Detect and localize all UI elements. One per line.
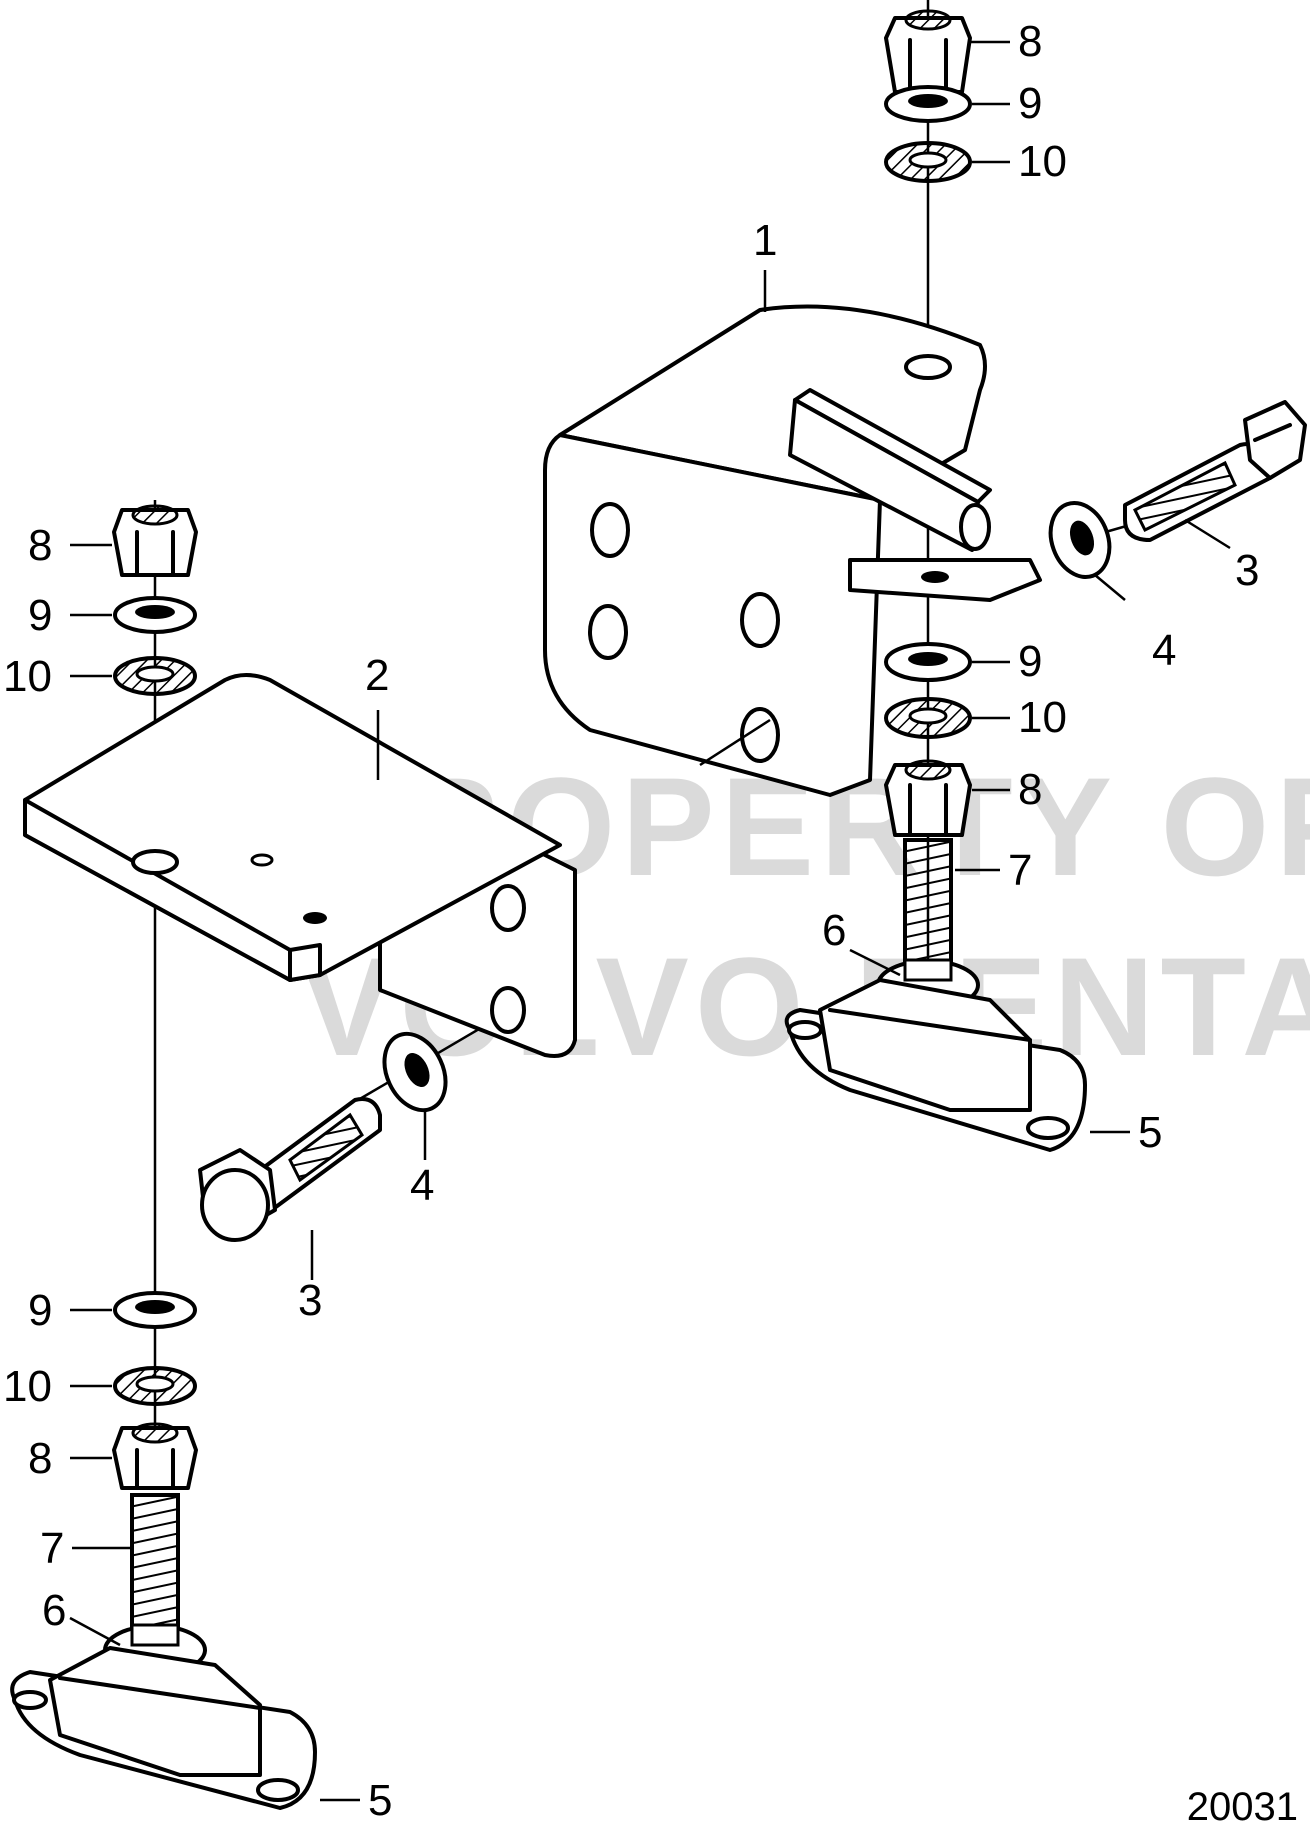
callout-7-right: 7 xyxy=(1008,846,1032,895)
right-stud xyxy=(903,838,953,972)
right-bolt-washer xyxy=(1048,501,1112,579)
left-assembly: 8 9 10 2 3 4 9 10 8 7 6 5 xyxy=(3,504,577,1825)
callout-9-right-low: 9 xyxy=(1018,637,1042,686)
callout-6-left: 6 xyxy=(42,1586,66,1635)
callout-5-left: 5 xyxy=(368,1776,392,1825)
left-callouts: 8 9 10 2 3 4 9 10 8 7 6 5 xyxy=(3,521,434,1825)
callout-4-right: 4 xyxy=(1152,626,1176,675)
right-top-lock-washer xyxy=(884,141,972,183)
callout-3-left: 3 xyxy=(298,1276,322,1325)
callout-8-left-low: 8 xyxy=(28,1434,52,1483)
callout-5-right: 5 xyxy=(1138,1108,1162,1157)
callout-9-right-top: 9 xyxy=(1018,79,1042,128)
right-top-nut xyxy=(884,9,972,94)
left-bolt xyxy=(198,1097,382,1242)
right-leaders xyxy=(699,40,1231,1134)
callout-10-left-top: 10 xyxy=(3,652,52,701)
left-leaders xyxy=(69,543,427,1802)
left-low-nut xyxy=(112,1422,198,1490)
callout-1-right: 1 xyxy=(753,216,777,265)
figure-number: 20031 xyxy=(1187,1785,1298,1828)
left-rubber-mount xyxy=(10,1646,317,1810)
callout-8-right-top: 8 xyxy=(1018,17,1042,66)
left-top-lock-washer xyxy=(113,656,197,696)
left-low-lock-washer xyxy=(113,1366,197,1406)
callout-4-left: 4 xyxy=(410,1161,434,1210)
left-top-flat-washer xyxy=(113,596,197,634)
callout-6-right: 6 xyxy=(822,906,846,955)
callout-10-right-top: 10 xyxy=(1018,137,1067,186)
left-top-nut xyxy=(112,504,198,577)
left-bracket xyxy=(23,673,577,1058)
right-low-lock-washer xyxy=(884,697,972,739)
callout-7-left: 7 xyxy=(40,1524,64,1573)
right-low-flat-washer xyxy=(884,642,972,682)
callout-10-left-low: 10 xyxy=(3,1362,52,1411)
right-top-flat-washer xyxy=(884,85,972,123)
callout-9-left-low: 9 xyxy=(28,1286,52,1335)
callout-9-left-top: 9 xyxy=(28,591,52,640)
left-bolt-washer xyxy=(382,1031,448,1113)
right-rubber-mount xyxy=(784,978,1087,1152)
callout-3-right: 3 xyxy=(1235,546,1259,595)
right-assembly: 8 9 10 1 3 4 9 10 8 7 6 5 xyxy=(543,9,1307,1157)
left-stud xyxy=(130,1493,180,1637)
callout-8-left-top: 8 xyxy=(28,521,52,570)
right-bolt xyxy=(1123,400,1307,542)
callout-10-right-low: 10 xyxy=(1018,693,1067,742)
right-bracket xyxy=(543,304,1042,797)
callout-8-right-low: 8 xyxy=(1018,765,1042,814)
right-callouts: 8 9 10 1 3 4 9 10 8 7 6 5 xyxy=(753,17,1259,1157)
right-low-nut xyxy=(884,759,972,837)
callout-2-left: 2 xyxy=(365,651,389,700)
left-low-flat-washer xyxy=(113,1291,197,1329)
